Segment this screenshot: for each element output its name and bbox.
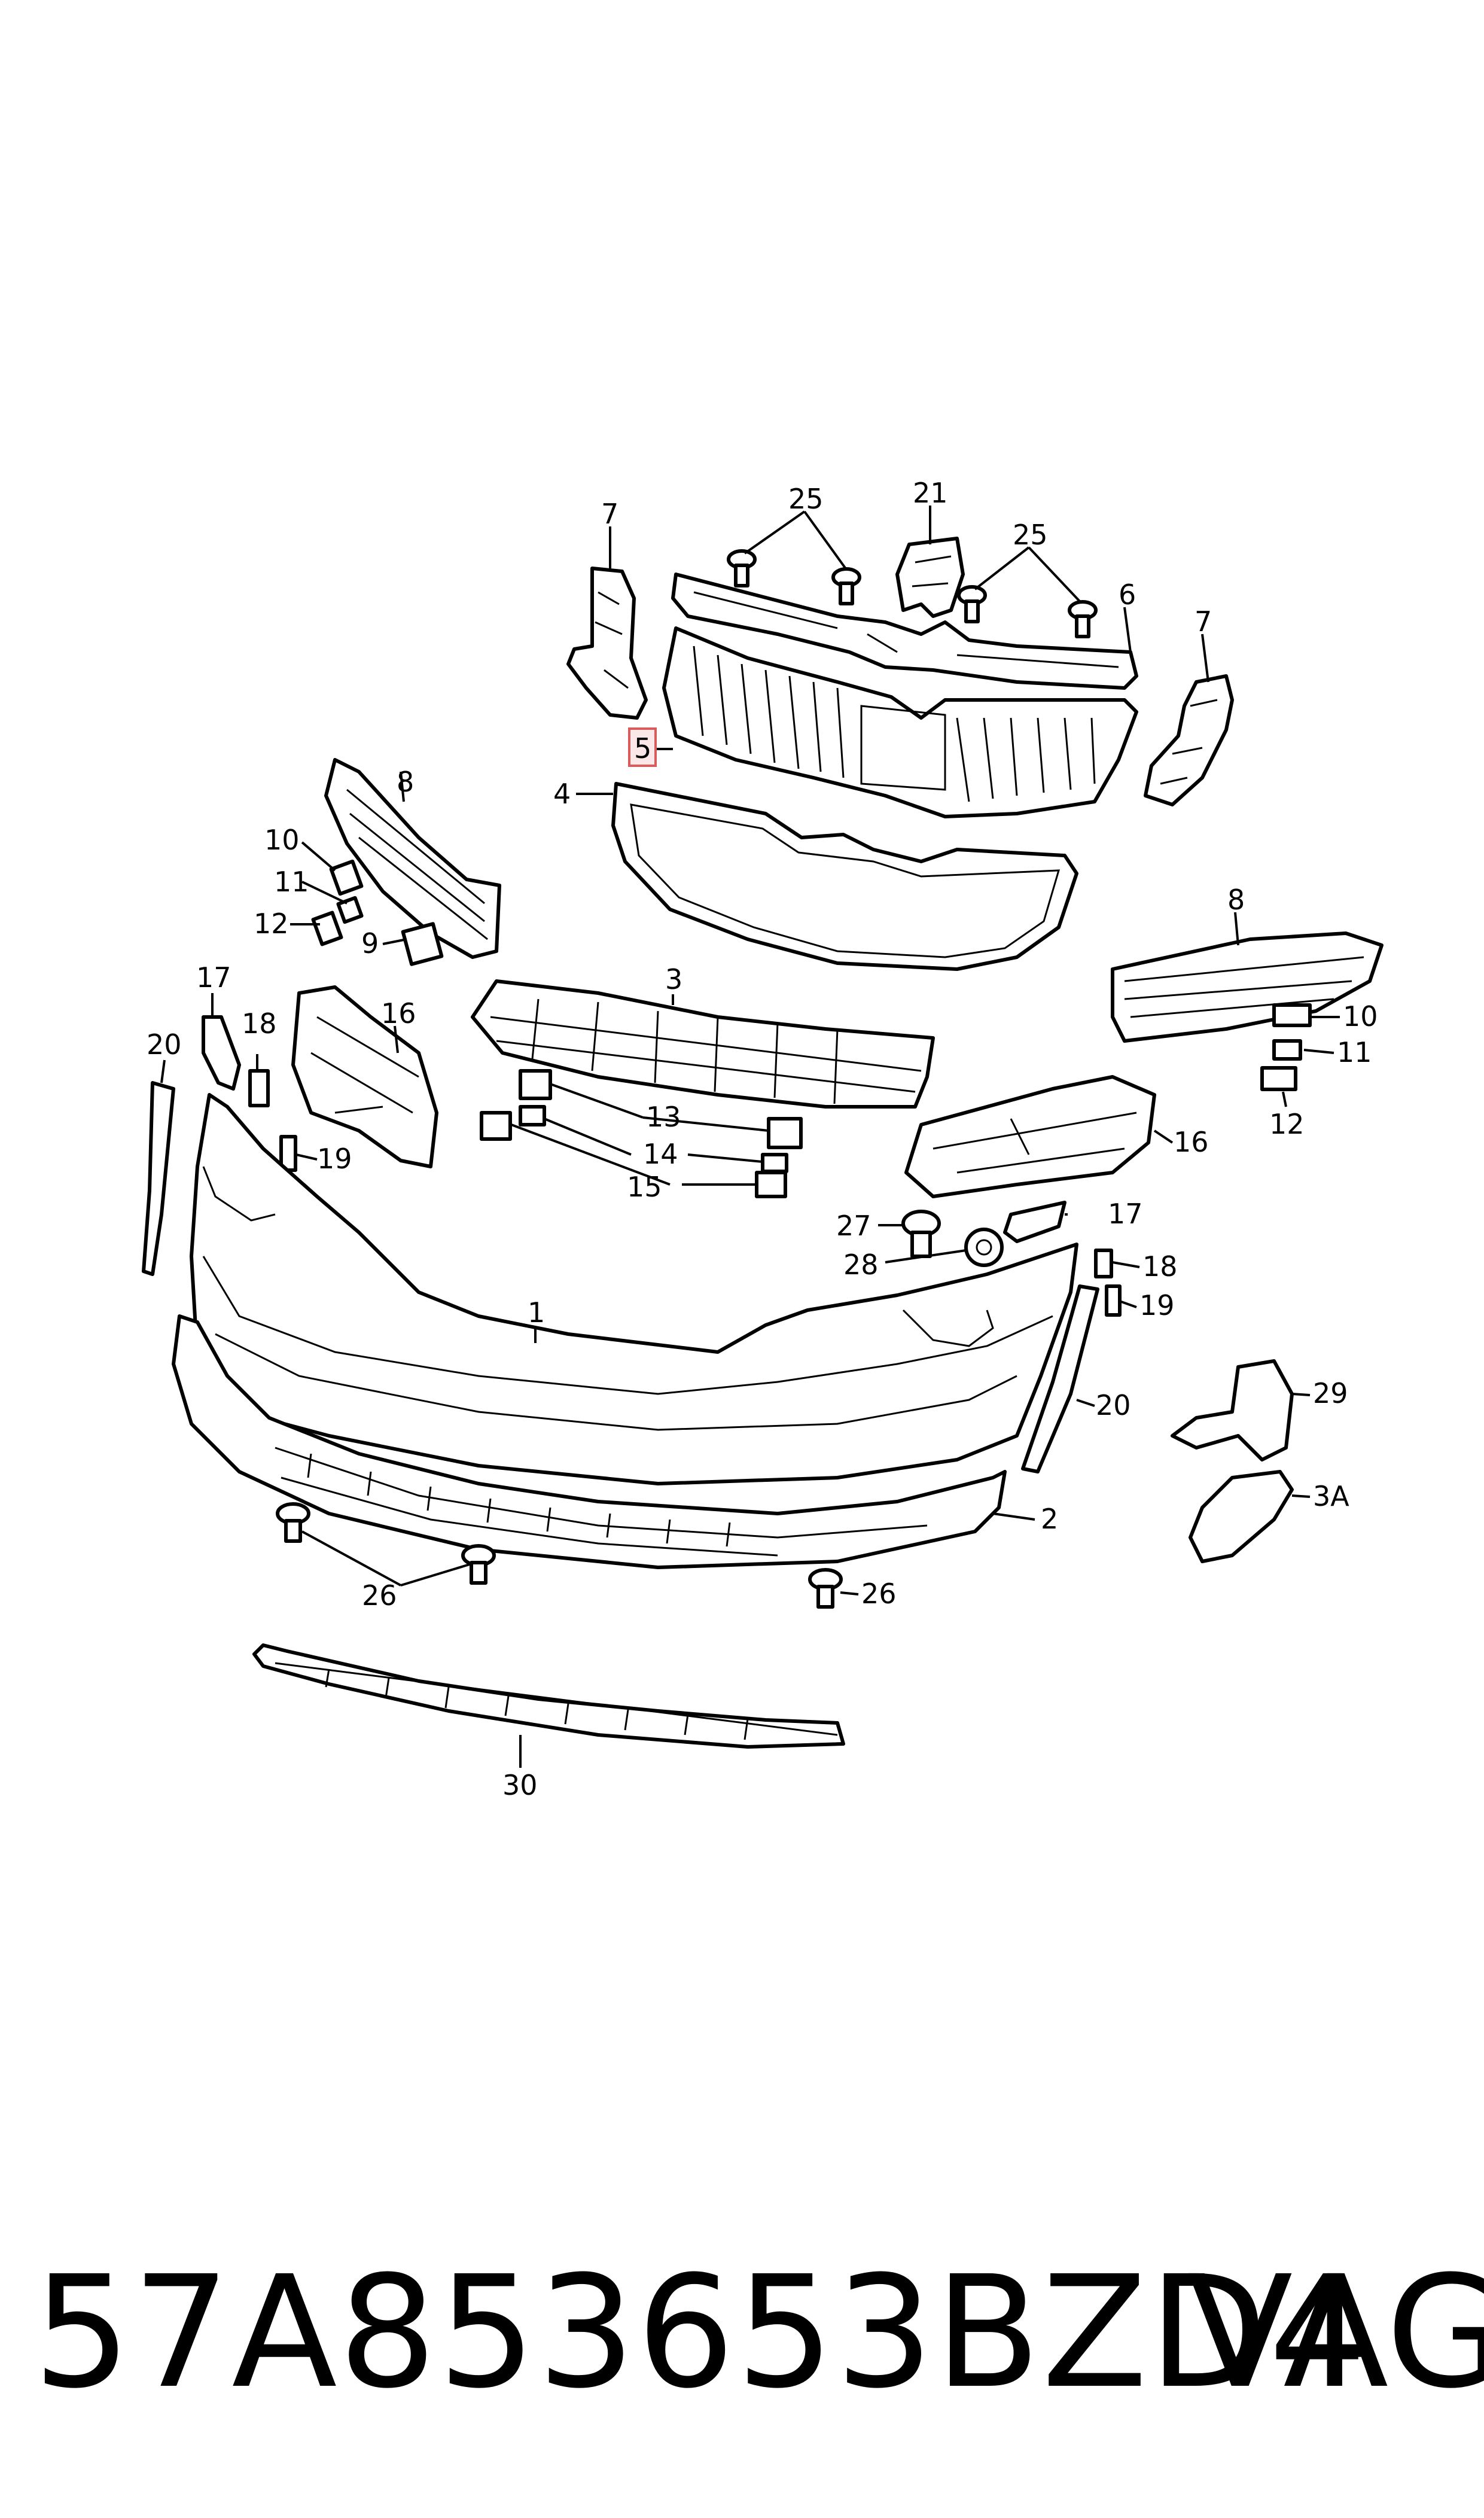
part-27-screw	[901, 1210, 941, 1258]
callout-3a: 3A	[1313, 1480, 1349, 1512]
part-18-right-clip	[1094, 1249, 1113, 1278]
part-3-center-grille	[471, 979, 935, 1109]
part-11-left-clip	[336, 896, 364, 924]
part-16-left-bracket	[291, 985, 438, 1168]
callout-12-left: 12	[254, 908, 289, 940]
part-7-left-bracket	[566, 567, 648, 720]
screw-25-c	[957, 585, 987, 623]
callout-11-left: 11	[274, 866, 309, 898]
callout-21: 21	[913, 477, 948, 509]
part-8-left-grille	[324, 758, 501, 959]
callout-16-left: 16	[381, 997, 416, 1030]
callout-8-right: 8	[1227, 884, 1245, 916]
part-8-right-grille	[1111, 931, 1384, 1043]
screw-25-a	[727, 549, 757, 587]
part-25-screws	[727, 549, 1098, 638]
part-13-clips	[519, 1069, 803, 1149]
screw-26-a	[276, 1502, 310, 1543]
screw-25-d	[1068, 600, 1098, 638]
part-2-lower-spoiler	[172, 1314, 1007, 1569]
part-18-left-clip	[248, 1069, 270, 1107]
part-10-right-clip	[1272, 1003, 1312, 1027]
callout-18-right: 18	[1142, 1250, 1178, 1283]
screw-26-b	[461, 1544, 496, 1585]
callout-18-left: 18	[242, 1007, 277, 1040]
screw-25-b	[831, 567, 861, 605]
callout-30: 30	[502, 1769, 538, 1801]
part-21-bracket	[895, 537, 965, 618]
callout-7-left: 7	[601, 498, 618, 530]
callout-20-left: 20	[147, 1028, 182, 1061]
callout-28: 28	[843, 1249, 879, 1281]
part-17-right-cover	[1003, 1201, 1066, 1243]
part-12-right-clip	[1260, 1066, 1297, 1091]
part-6-upper-carrier	[671, 573, 1138, 690]
callout-29: 29	[1313, 1377, 1348, 1409]
callout-8-left: 8	[397, 766, 414, 798]
callout-25-right: 25	[1013, 519, 1048, 551]
callout-10-left: 10	[264, 824, 300, 856]
callout-17-left: 17	[196, 961, 231, 994]
callout-15: 15	[627, 1171, 662, 1203]
part-7-right-bracket	[1144, 674, 1234, 806]
part-4-grille-frame	[611, 782, 1078, 971]
part-29-bracket	[1171, 1359, 1294, 1462]
part-9-clip	[401, 922, 444, 966]
part-26-screws	[276, 1502, 843, 1609]
callout-10-right: 10	[1343, 1000, 1378, 1033]
part-20-right-strip	[1021, 1284, 1099, 1473]
part-11-right-clip	[1272, 1039, 1302, 1061]
screw-26-c	[808, 1568, 843, 1609]
part-number: 57A853653BZD4	[33, 2243, 1369, 2422]
part-19-right-clip	[1105, 1284, 1122, 1317]
part-20-left-strip	[142, 1081, 175, 1276]
part-12-left-clip	[311, 911, 343, 946]
part-16-right-bracket	[904, 1075, 1156, 1198]
callout-16-right: 16	[1174, 1126, 1209, 1158]
callout-14: 14	[643, 1138, 678, 1170]
callout-20-right: 20	[1096, 1389, 1131, 1421]
callout-19-right: 19	[1139, 1289, 1175, 1322]
callout-labels: 7 25 21 25 6 7 5 4 8 10 11 12 9 3 16 8 1…	[147, 477, 1378, 1801]
callout-19-left: 19	[317, 1143, 352, 1175]
callout-9: 9	[361, 927, 379, 960]
part-5-radiator-grille	[662, 626, 1138, 818]
callout-25-left: 25	[788, 483, 824, 515]
callout-26-right: 26	[861, 1578, 897, 1610]
callout-17-right: 17	[1108, 1198, 1143, 1230]
part-3a-cover	[1189, 1470, 1294, 1563]
callout-7-right: 7	[1194, 605, 1212, 638]
part-28-nut	[964, 1228, 1004, 1267]
callout-5: 5	[634, 732, 651, 765]
callout-2: 2	[1041, 1503, 1058, 1535]
brand-label: VAG	[1187, 2243, 1484, 2422]
leader-lines	[160, 506, 1340, 1768]
part-17-left-cover	[202, 1015, 241, 1091]
callout-26-left: 26	[362, 1579, 397, 1612]
part-10-left-clip	[329, 859, 364, 896]
highlight-box-part-5	[628, 727, 657, 767]
callout-27: 27	[836, 1210, 871, 1242]
callout-12-right: 12	[1269, 1108, 1305, 1140]
callout-13: 13	[646, 1101, 681, 1133]
part-14-clips	[519, 1105, 788, 1173]
callout-11-right: 11	[1337, 1036, 1372, 1068]
part-30-lower-mesh	[252, 1643, 845, 1749]
callout-6: 6	[1119, 578, 1136, 611]
callout-3: 3	[665, 963, 682, 995]
callout-4: 4	[553, 778, 571, 810]
callout-1: 1	[528, 1296, 545, 1329]
